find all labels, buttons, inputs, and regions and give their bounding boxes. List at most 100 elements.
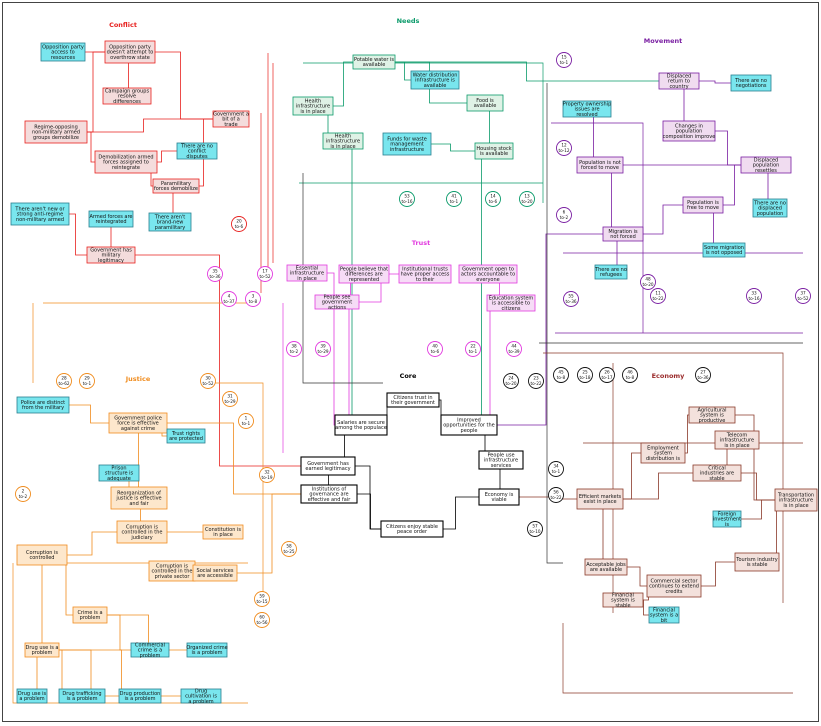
svg-text:to-20: to-20 <box>521 199 532 204</box>
node-label: and fair <box>129 501 149 507</box>
node-label: Commercial sector <box>651 578 699 584</box>
node-label: composition improve <box>663 134 716 140</box>
node-label: Campaign groups <box>105 88 150 94</box>
edge <box>337 301 362 427</box>
svg-text:to-20: to-20 <box>642 282 653 287</box>
svg-text:to-20: to-20 <box>505 381 516 386</box>
node-label: opportunities for the <box>443 423 495 429</box>
svg-text:22: 22 <box>470 344 476 349</box>
svg-text:to-2: to-2 <box>290 349 299 354</box>
svg-text:to-2: to-2 <box>19 494 28 499</box>
svg-text:to-62: to-62 <box>58 381 69 386</box>
trunk-line <box>543 352 784 603</box>
svg-text:to-37: to-37 <box>223 299 234 304</box>
node-label: is available <box>480 151 508 157</box>
node-label: People believe that <box>340 266 388 272</box>
node-label: peace order <box>397 529 428 535</box>
node-label: their government <box>391 400 435 406</box>
node-label: credits <box>666 589 683 595</box>
node-label: from the military <box>22 405 64 411</box>
svg-text:to-6: to-6 <box>431 349 440 354</box>
node-label: There are no <box>180 143 213 149</box>
trunk-line <box>551 122 644 333</box>
svg-text:17: 17 <box>262 269 268 274</box>
node-j15: Drug use isa problem <box>16 688 48 704</box>
node-label: People use <box>487 452 514 458</box>
svg-text:to-6: to-6 <box>489 199 498 204</box>
svg-text:4: 4 <box>228 294 231 299</box>
node-label: Tourism industry <box>735 557 777 563</box>
node-label: Government has <box>90 247 132 253</box>
svg-text:20: 20 <box>236 219 242 224</box>
trunk-line <box>12 563 248 704</box>
node-label: problem <box>80 615 101 621</box>
node-label: infrastructure <box>484 458 518 464</box>
svg-text:34: 34 <box>553 464 559 469</box>
svg-text:to-18: to-18 <box>579 375 590 380</box>
node-label: Institutional trusts <box>402 266 448 272</box>
svg-text:14: 14 <box>490 194 496 199</box>
section-label-economy: Economy <box>652 372 686 380</box>
node-label: infrastructure <box>326 139 360 145</box>
svg-text:11: 11 <box>655 291 661 296</box>
svg-text:48: 48 <box>645 277 651 282</box>
node-label: Citizens trust in <box>393 395 432 401</box>
node-label: Reorganization of <box>117 490 161 496</box>
node-label: Government police <box>114 415 162 421</box>
node-label: is <box>725 522 729 528</box>
node-label: is not opposed <box>706 250 743 256</box>
node-label: Corruption is <box>156 563 188 569</box>
node-label: structure is <box>105 471 134 477</box>
section-label-needs: Needs <box>397 17 420 25</box>
svg-text:23: 23 <box>533 376 539 381</box>
node-label: overthrow state <box>110 55 150 61</box>
node-label: represented <box>349 277 379 283</box>
node-label: Regime-opposing <box>34 124 78 130</box>
node-label: stable <box>709 476 724 482</box>
node-label: legitimacy <box>98 258 124 264</box>
node-label: viable <box>491 497 506 503</box>
svg-text:to-25: to-25 <box>283 549 294 554</box>
svg-text:38: 38 <box>291 344 297 349</box>
node-label: Economy is <box>485 492 514 498</box>
node-label: are available <box>590 567 622 573</box>
svg-text:to-6: to-6 <box>235 224 244 229</box>
node-label: Opposition party <box>109 44 151 50</box>
node-label: military <box>101 253 120 259</box>
node-label: Water distribution <box>413 72 458 78</box>
svg-text:to-1: to-1 <box>560 60 569 65</box>
svg-text:44: 44 <box>511 344 517 349</box>
svg-text:46: 46 <box>627 370 633 375</box>
